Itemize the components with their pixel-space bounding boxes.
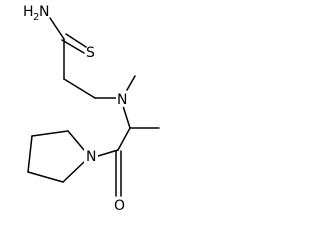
atom-labels: H 2 N S N N O	[23, 4, 130, 214]
bond-ca-cc	[117, 127, 131, 151]
bond-namine-ca	[122, 105, 131, 129]
bond-c1-nh2	[49, 17, 65, 40]
pyrrolidine-n-label: N	[86, 149, 96, 165]
molecule-diagram: H 2 N S N N O	[0, 0, 168, 224]
bonds	[27, 17, 160, 197]
bond-r1-r2	[31, 130, 69, 137]
amide-h-count: 2	[33, 12, 39, 23]
bond-c1-s-b	[65, 33, 87, 48]
bond-c1-s-a	[61, 39, 85, 54]
bond-namine-methyl	[126, 75, 136, 91]
bond-cc-npyr	[97, 149, 119, 157]
amide-n-label: N	[39, 4, 49, 20]
bond-npyr-r1	[67, 130, 85, 151]
bond-r2-r3	[27, 135, 33, 173]
bond-r3-r4	[27, 171, 64, 183]
bond-c2-c3	[63, 78, 96, 99]
amide-h-label: H	[23, 4, 34, 20]
sulfur-label: S	[86, 45, 95, 61]
molecule-structure: H 2 N S N N O	[23, 4, 160, 214]
oxygen-label: O	[114, 198, 125, 214]
amine-n-label: N	[117, 92, 127, 108]
bond-r4-npyr	[62, 161, 85, 183]
